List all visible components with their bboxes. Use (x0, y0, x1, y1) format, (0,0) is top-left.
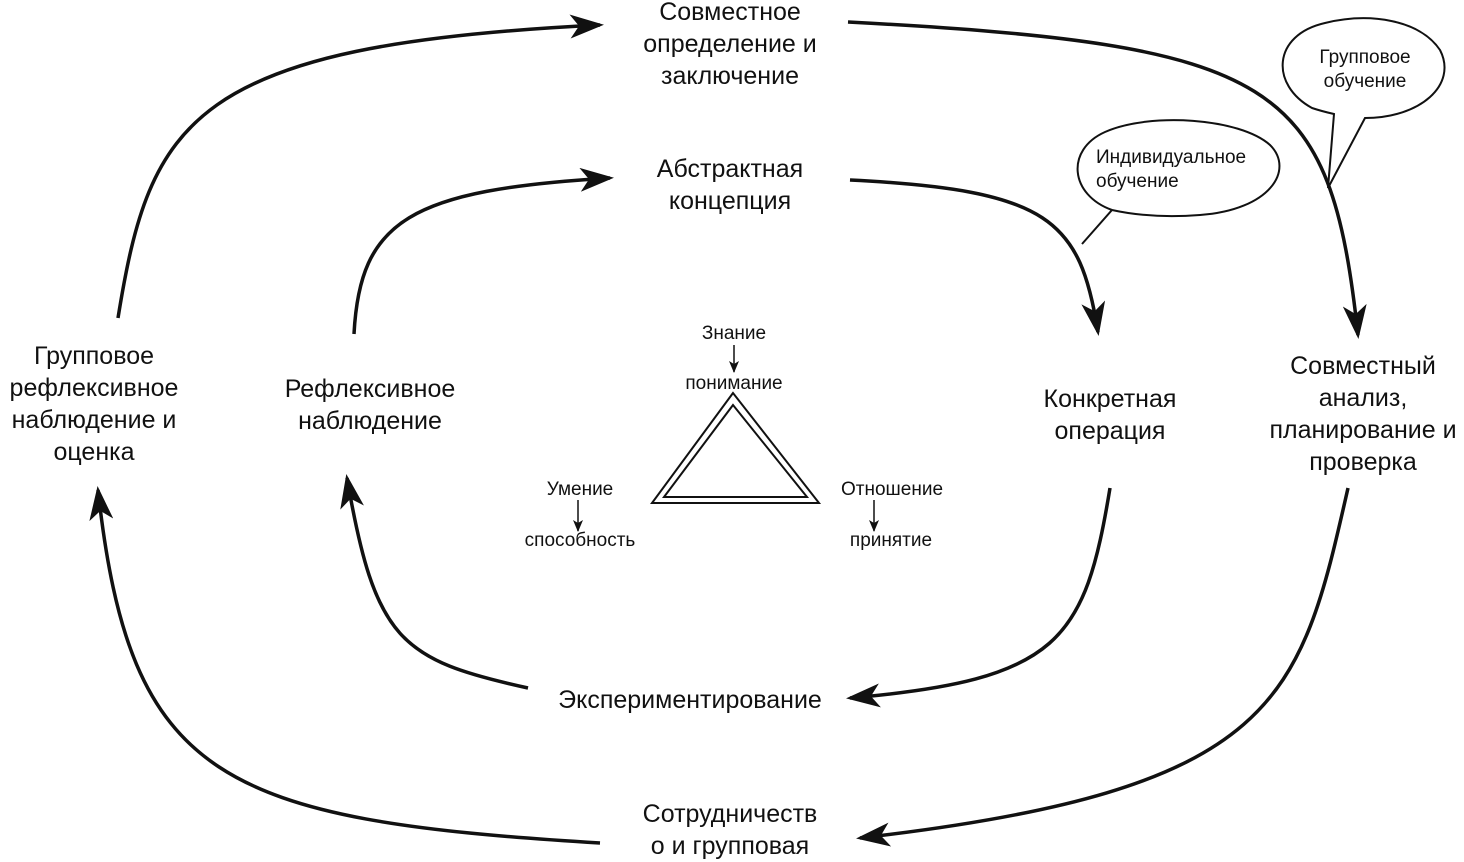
arrow-joint-analysis-to-cooperation (856, 487, 1350, 847)
arrow-reflective-to-abstract (352, 167, 614, 335)
triangle-top-result: понимание (685, 373, 783, 394)
arrow-cooperation-to-group-reflective (89, 486, 601, 845)
arrow-abstract-to-concrete (849, 178, 1106, 336)
node-cooperation: Сотрудничеств о и групповая (642, 800, 818, 860)
triangle-inner (662, 403, 810, 498)
node-abstract-concept: Абстрактная концепция (656, 155, 804, 215)
arrow-group-reflective-to-joint-definition (116, 14, 604, 319)
triangle-right-word: Отношение (840, 479, 944, 500)
individual-learning-bubble (1076, 119, 1281, 245)
triangle-outer (650, 391, 822, 504)
node-joint-definition: Совместное определение и заключение (643, 0, 817, 90)
arrow-concrete-to-experimentation (846, 487, 1112, 708)
node-concrete-operation: Конкретная операция (1043, 385, 1177, 445)
group-learning-bubble (1281, 17, 1446, 189)
triangle-right-result: принятие (849, 530, 933, 551)
triangle-left-word: Умение (546, 479, 614, 500)
bubble-individual-learning-label: Индивидуальное обучение (1096, 147, 1247, 192)
triangle-left-result: способность (524, 530, 636, 551)
node-experimentation: Экспериментирование (558, 686, 822, 714)
node-reflective-observation: Рефлексивное наблюдение (284, 375, 456, 435)
bubble-group-learning-label: Групповое обучение (1319, 47, 1411, 92)
arrow-experimentation-to-reflective (340, 474, 529, 690)
triangle-top-word: Знание (701, 323, 767, 344)
arrow-joint-definition-to-joint-analysis (847, 20, 1367, 339)
node-group-reflective-observation: Групповое рефлексивное наблюдение и оцен… (9, 342, 179, 466)
node-joint-analysis: Совместный анализ, планирование и провер… (1269, 352, 1457, 476)
